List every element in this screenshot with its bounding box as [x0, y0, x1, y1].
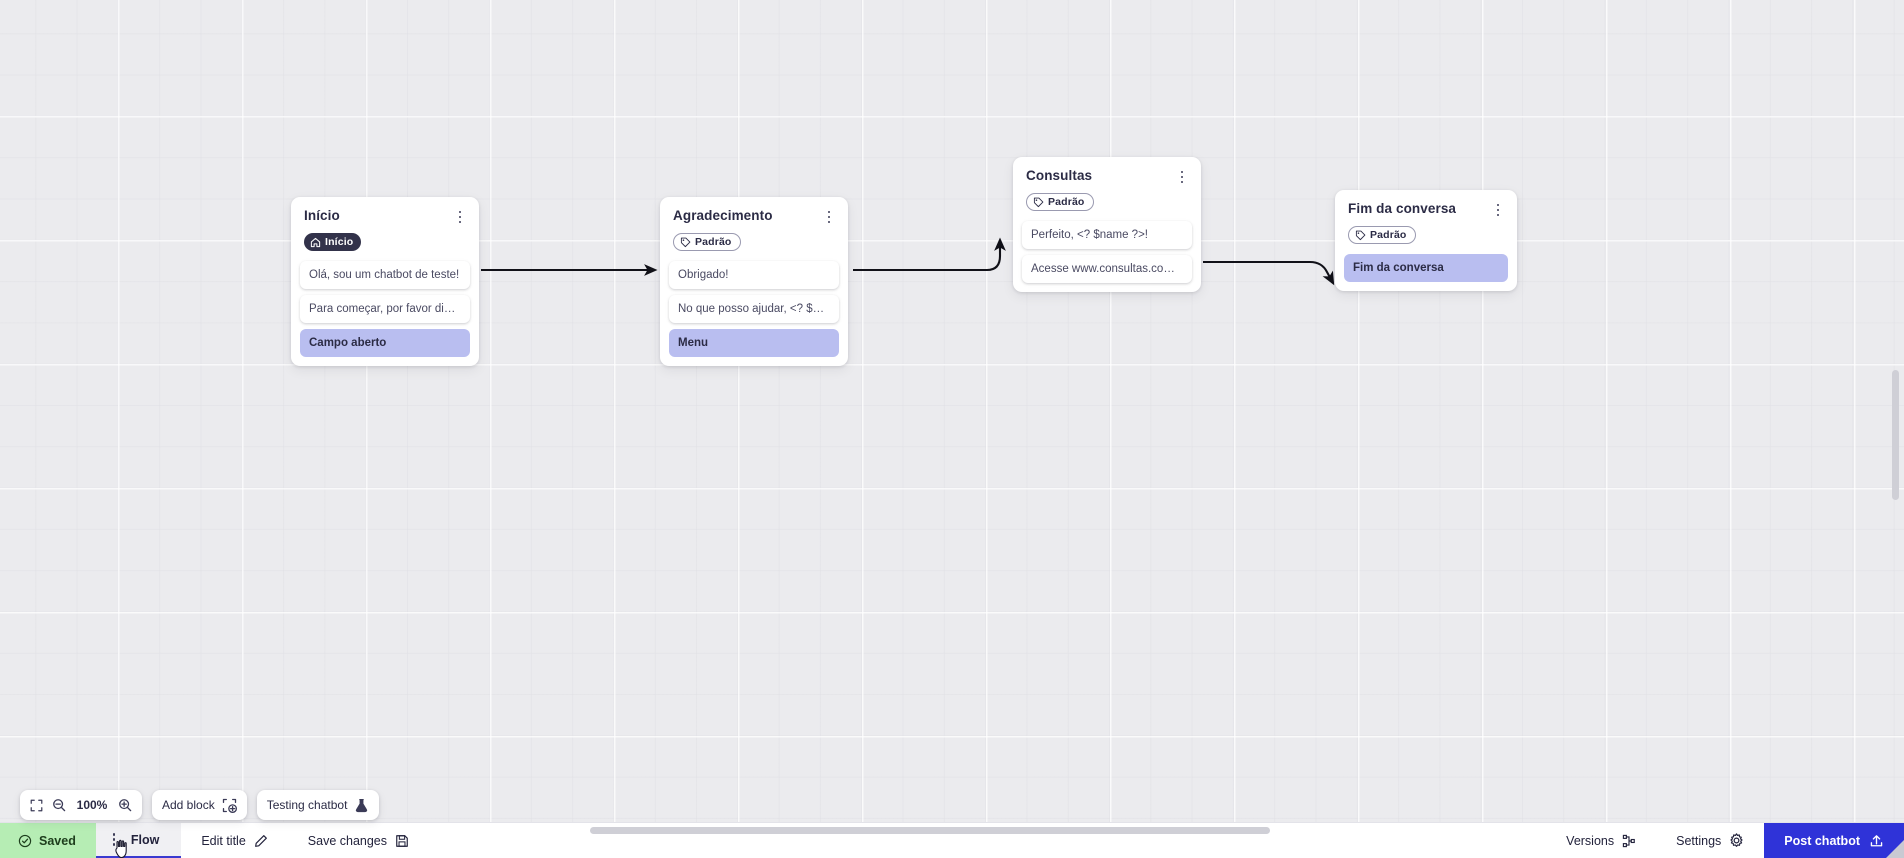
node-header: Fim da conversa: [1344, 199, 1508, 219]
zoom-level-value: 100%: [76, 798, 108, 812]
node-message[interactable]: No que posso ajudar, <? $name ...: [669, 294, 839, 323]
node-message[interactable]: Acesse www.consultas.com par...: [1022, 254, 1192, 283]
node-menu-kebab-icon[interactable]: [452, 208, 468, 226]
check-circle-icon: [18, 834, 32, 847]
node-message[interactable]: Olá, sou um chatbot de teste!: [300, 260, 470, 289]
node-tag-start[interactable]: Início: [304, 233, 362, 251]
tab-flow[interactable]: Flow: [95, 823, 182, 858]
node-action-chip[interactable]: Menu: [669, 328, 839, 357]
node-title: Fim da conversa: [1348, 201, 1457, 216]
node-tag-label: Início: [325, 236, 354, 248]
node-message[interactable]: Para começar, por favor digite o ...: [300, 294, 470, 323]
node-tag-default[interactable]: Padrão: [1348, 226, 1416, 244]
node-messages: Obrigado! No que posso ajudar, <? $name …: [669, 260, 839, 357]
node-menu-kebab-icon[interactable]: [1174, 168, 1190, 186]
node-header: Consultas: [1022, 166, 1192, 186]
node-header: Agradecimento: [669, 206, 839, 226]
node-action-chip[interactable]: Campo aberto: [300, 328, 470, 357]
vertical-scrollbar-thumb[interactable]: [1892, 370, 1899, 500]
edges-layer: [481, 237, 1335, 286]
node-menu-kebab-icon[interactable]: [821, 208, 837, 226]
zoom-out-button[interactable]: [52, 798, 66, 812]
node-tag-label: Padrão: [695, 236, 732, 248]
edge-agradecimento-to-consultas: [853, 237, 1006, 272]
testing-chatbot-button[interactable]: Testing chatbot: [267, 798, 370, 813]
flow-tab-label: Flow: [130, 832, 160, 847]
add-block-group[interactable]: Add block: [152, 790, 247, 820]
flow-menu-kebab-icon[interactable]: [106, 831, 122, 849]
save-changes-label: Save changes: [307, 833, 388, 848]
post-chatbot-button[interactable]: Post chatbot: [1764, 823, 1904, 858]
zoom-out-icon: [53, 799, 66, 812]
gear-icon: [1730, 833, 1743, 847]
node-tag-row: Padrão: [1344, 219, 1508, 246]
node-menu-kebab-icon[interactable]: [1490, 201, 1506, 219]
saved-status-badge: Saved: [0, 823, 96, 858]
testing-chatbot-group[interactable]: Testing chatbot: [256, 790, 380, 820]
node-message[interactable]: Obrigado!: [669, 260, 839, 289]
node-title: Início: [304, 208, 340, 223]
tag-icon: [1355, 230, 1366, 240]
home-icon: [310, 237, 321, 247]
node-tag-row: Padrão: [1022, 186, 1192, 213]
canvas-toolbar: 100% Add block: [20, 790, 380, 820]
add-block-icon: [222, 798, 237, 813]
fit-screen-icon: [30, 799, 43, 811]
add-block-button[interactable]: Add block: [162, 798, 237, 813]
node-tag-label: Padrão: [1048, 196, 1085, 208]
flask-icon: [356, 798, 368, 812]
edit-title-button[interactable]: Edit title: [181, 823, 287, 858]
tag-icon: [1033, 197, 1044, 207]
node-messages: Fim da conversa: [1344, 253, 1508, 282]
flow-canvas[interactable]: Início Início Olá, sou um chatbot de tes…: [0, 0, 1904, 822]
branch-icon: [1622, 834, 1635, 847]
flow-node-consultas[interactable]: Consultas Padrão Perfeito, <? $name ?>! …: [1013, 157, 1201, 292]
save-changes-button[interactable]: Save changes: [288, 823, 429, 858]
node-tag-default[interactable]: Padrão: [673, 233, 741, 251]
post-chatbot-label: Post chatbot: [1784, 833, 1860, 848]
flow-node-fim-da-conversa[interactable]: Fim da conversa Padrão Fim da conversa: [1335, 190, 1517, 291]
zoom-in-icon: [119, 799, 132, 812]
node-tag-row: Padrão: [669, 226, 839, 253]
node-header: Início: [300, 206, 470, 226]
saved-label: Saved: [39, 833, 76, 848]
settings-button[interactable]: Settings: [1656, 823, 1764, 858]
node-action-chip[interactable]: Fim da conversa: [1344, 253, 1508, 282]
node-tag-row: Início: [300, 226, 470, 253]
save-icon: [396, 834, 408, 847]
mouse-cursor-icon: [115, 839, 127, 858]
node-message[interactable]: Perfeito, <? $name ?>!: [1022, 220, 1192, 249]
node-tag-label: Padrão: [1370, 229, 1407, 241]
flow-node-agradecimento[interactable]: Agradecimento Padrão Obrigado! No que po…: [660, 197, 848, 366]
zoom-controls: 100%: [20, 790, 142, 820]
node-messages: Perfeito, <? $name ?>! Acesse www.consul…: [1022, 220, 1192, 283]
flow-node-inicio[interactable]: Início Início Olá, sou um chatbot de tes…: [291, 197, 479, 366]
pencil-icon: [254, 834, 267, 847]
node-title: Agradecimento: [673, 208, 773, 223]
tag-icon: [680, 237, 691, 247]
horizontal-scrollbar-thumb[interactable]: [590, 827, 1270, 834]
add-block-label: Add block: [162, 798, 215, 812]
testing-chatbot-label: Testing chatbot: [266, 798, 348, 812]
versions-button[interactable]: Versions: [1546, 823, 1656, 858]
node-title: Consultas: [1026, 168, 1093, 183]
fit-screen-button[interactable]: [30, 799, 43, 812]
versions-label: Versions: [1566, 833, 1615, 848]
zoom-in-button[interactable]: [118, 798, 132, 812]
upload-icon: [1870, 835, 1883, 847]
settings-label: Settings: [1676, 833, 1722, 848]
node-tag-default[interactable]: Padrão: [1026, 193, 1094, 211]
edge-consultas-to-fim: [1203, 260, 1335, 286]
edit-title-label: Edit title: [201, 833, 246, 848]
node-messages: Olá, sou um chatbot de teste! Para começ…: [300, 260, 470, 357]
